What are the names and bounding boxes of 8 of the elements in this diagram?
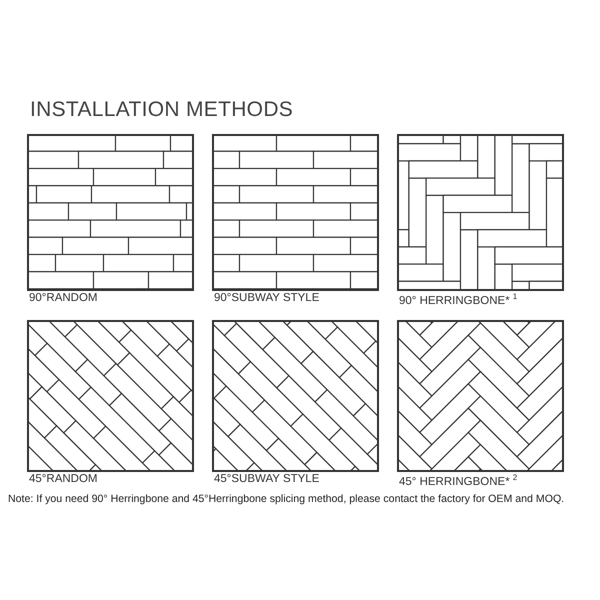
pattern-caption: 90°SUBWAY STYLE: [214, 292, 320, 304]
note-text: Note: If you need 90° Herringbone and 45°Herringbone splicing method, please contact the factory for OEM and MOQ.: [8, 493, 564, 505]
pattern-caption: 45° HERRINGBONE*$^{2}$: [399, 473, 518, 488]
pattern-caption: 90° HERRINGBONE*$^{1}$: [399, 292, 518, 307]
pattern-caption: 45°RANDOM: [29, 473, 98, 485]
pattern-caption: 90°RANDOM: [29, 292, 98, 304]
page-title: INSTALLATION METHODS: [30, 98, 294, 122]
pattern-caption: 45°SUBWAY STYLE: [214, 473, 320, 485]
